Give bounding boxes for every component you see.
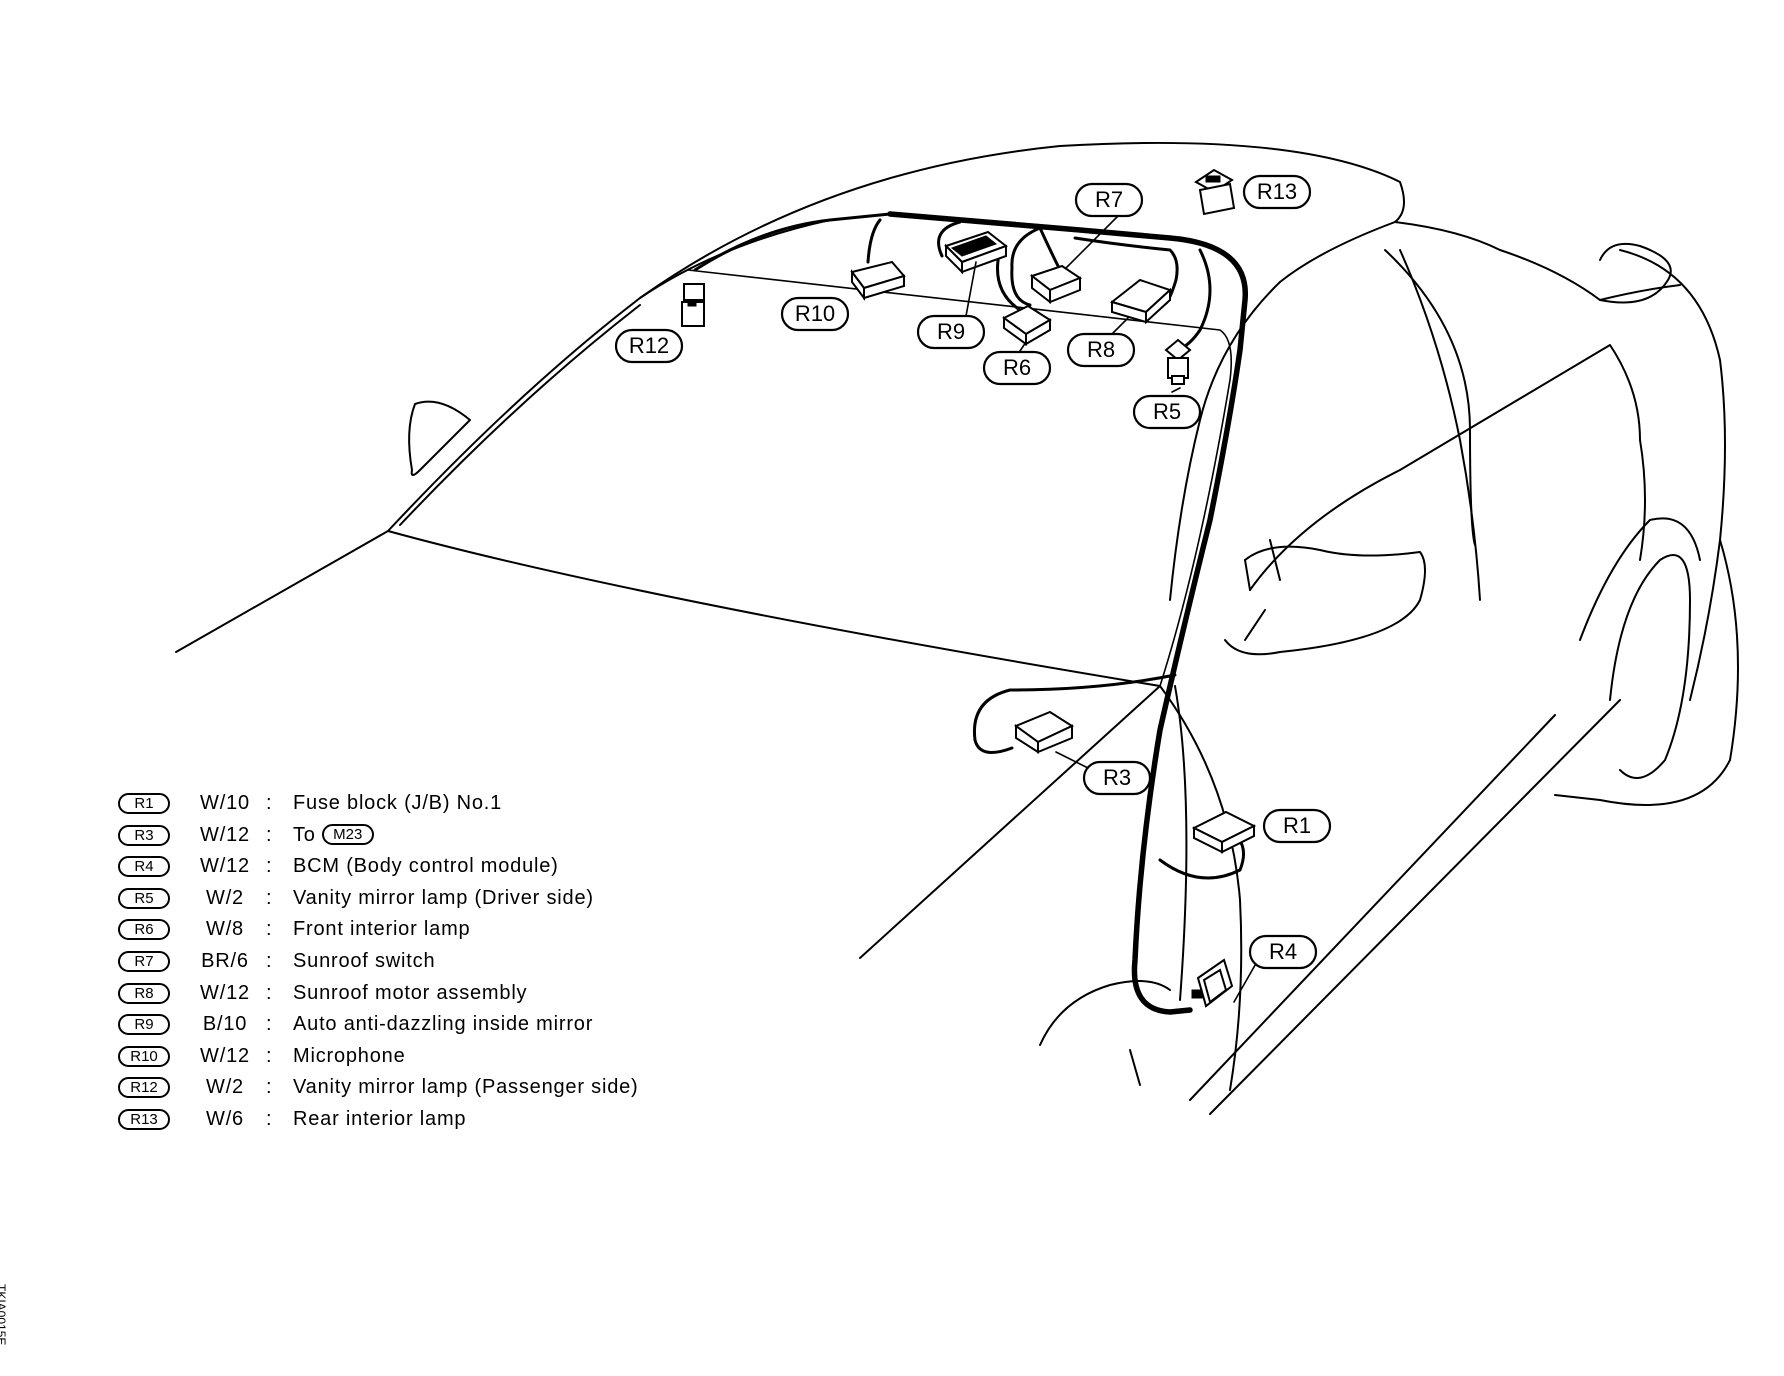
legend-connector-code: W/12 [200,823,250,846]
label-r8: R8 [1066,332,1136,368]
legend-id-badge: R8 [118,982,170,1004]
label-r4: R4 [1248,934,1318,970]
svg-text:R3: R3 [1103,765,1131,790]
connector-legend: R1 W/10 : Fuse block (J/B) No.1 R3 W/12 … [118,788,738,1136]
legend-separator: : [266,823,273,846]
legend-id-badge: R7 [118,950,170,972]
label-r5: R5 [1132,394,1202,430]
svg-text:R5: R5 [1153,399,1181,424]
main-harness [887,211,1248,1015]
legend-row-r9: R9 B/10 : Auto anti-dazzling inside mirr… [118,1009,738,1041]
legend-description: Sunroof switch [293,949,436,972]
legend-description: To [293,823,316,846]
connector-r8 [1109,278,1172,325]
legend-row-r13: R13 W/6 : Rear interior lamp [118,1104,738,1136]
connector-r1 [1191,810,1257,854]
legend-connector-code: W/12 [200,1044,250,1067]
svg-text:R4: R4 [1269,939,1297,964]
legend-separator: : [266,918,273,941]
legend-connector-code: W/8 [206,918,244,941]
legend-connector-code: W/10 [200,792,250,814]
legend-row-r1: R1 W/10 : Fuse block (J/B) No.1 [118,788,738,820]
label-r6: R6 [982,350,1052,386]
svg-text:R10: R10 [795,301,835,326]
label-r12: R12 [614,328,684,364]
legend-connector-code: W/12 [200,855,250,878]
label-r13: R13 [1242,174,1312,210]
figure-code: TKIA0015E [0,1284,8,1346]
car-body-outline [175,141,1739,1115]
legend-row-r4: R4 W/12 : BCM (Body control module) [118,851,738,883]
legend-id-badge: R12 [118,1077,170,1099]
legend-description: Microphone [293,1044,406,1067]
legend-row-r8: R8 W/12 : Sunroof motor assembly [118,978,738,1010]
legend-connector-code: W/6 [206,1107,244,1130]
connector-r7 [1029,264,1083,305]
legend-separator: : [266,792,273,814]
legend-description: Auto anti-dazzling inside mirror [293,1013,594,1036]
legend-separator: : [266,855,273,878]
legend-id-badge: R1 [118,793,170,814]
legend-row-r10: R10 W/12 : Microphone [118,1041,738,1073]
connector-r4 [1191,958,1234,1008]
svg-text:R13: R13 [1257,179,1297,204]
legend-row-r5: R5 W/2 : Vanity mirror lamp (Driver side… [118,883,738,915]
legend-separator: : [266,1107,273,1130]
legend-connector-code: BR/6 [201,949,249,972]
legend-description: Fuse block (J/B) No.1 [293,792,503,814]
connector-r5 [1164,338,1192,385]
legend-connector-code: W/2 [206,886,244,909]
svg-text:R9: R9 [937,319,965,344]
legend-row-r12: R12 W/2 : Vanity mirror lamp (Passenger … [118,1072,738,1104]
legend-connector-code: W/12 [200,981,250,1004]
label-r10: R10 [780,296,850,332]
legend-description: Vanity mirror lamp (Driver side) [293,886,594,909]
svg-text:R12: R12 [629,333,669,358]
legend-description: Rear interior lamp [293,1107,467,1130]
legend-id-badge: R13 [118,1108,170,1130]
legend-description: Sunroof motor assembly [293,981,528,1004]
legend-separator: : [266,1076,273,1099]
legend-separator: : [266,886,273,909]
legend-description: BCM (Body control module) [293,855,559,878]
svg-text:R8: R8 [1087,337,1115,362]
callout-leaders [965,215,1259,1003]
legend-id-badge: R5 [118,887,170,909]
legend-description: Front interior lamp [293,918,471,941]
connector-r9 [944,230,1009,275]
legend-row-r6: R6 W/8 : Front interior lamp [118,914,738,946]
legend-separator: : [266,1044,273,1067]
legend-separator: : [266,949,273,972]
label-r1: R1 [1262,808,1332,844]
legend-connector-code: B/10 [202,1013,248,1036]
connector-r12 [681,283,705,327]
legend-separator: : [266,1013,273,1036]
connector-r6 [1002,304,1052,346]
svg-text:R7: R7 [1095,187,1123,212]
legend-id-badge: R6 [118,919,170,941]
legend-ref-badge: M23 [321,823,374,845]
legend-separator: : [266,981,273,1004]
connector-r3 [1013,710,1075,754]
label-r3: R3 [1082,760,1152,796]
connector-r13 [1194,168,1236,216]
legend-row-r7: R7 BR/6 : Sunroof switch [118,946,738,978]
legend-id-badge: R3 [118,824,170,846]
legend-description: Vanity mirror lamp (Passenger side) [293,1076,639,1099]
svg-text:R1: R1 [1283,813,1311,838]
branch-wires [693,212,1245,880]
label-r7: R7 [1074,182,1144,218]
label-r9: R9 [916,314,986,350]
svg-text:R6: R6 [1003,355,1031,380]
connector-r10 [850,260,906,301]
legend-connector-code: W/2 [206,1076,244,1099]
legend-id-badge: R4 [118,856,170,878]
legend-id-badge: R9 [118,1014,170,1036]
legend-id-badge: R10 [118,1045,170,1067]
